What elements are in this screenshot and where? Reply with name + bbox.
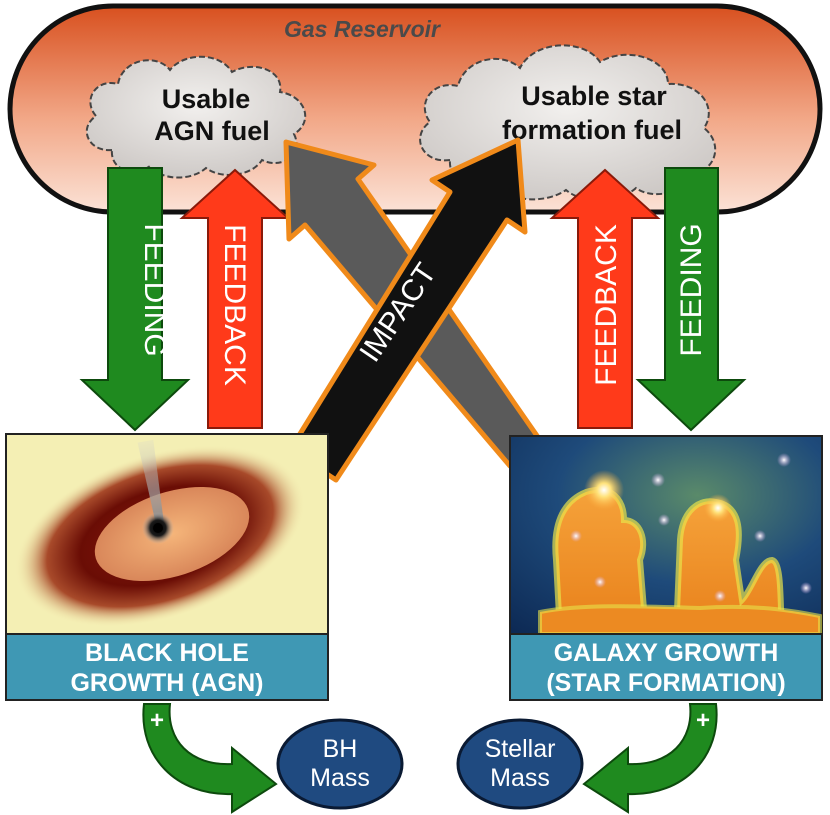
feedback-right-label: FEEDBACK <box>590 224 623 386</box>
feeding-right-label: FEEDING <box>675 223 708 356</box>
feedback-arrow-left: FEEDBACK <box>179 168 291 429</box>
pillar-base <box>538 604 822 636</box>
galaxy-label-bar <box>509 633 823 701</box>
feeding-arrow-right: FEEDING <box>635 167 747 432</box>
black-hole-label-line2: GROWTH (AGN) <box>70 669 263 697</box>
small-star-7 <box>714 590 726 602</box>
sf-fuel-label-line2: formation fuel <box>502 115 682 145</box>
agn-fuel-label-line2: AGN fuel <box>154 116 270 146</box>
feeding-arrow-left-shape <box>79 167 191 432</box>
agn-fuel-cloud: Usable AGN fuel <box>85 55 307 179</box>
bh-mass-growth-arrow-body <box>142 703 278 814</box>
stellar-mass-label-line1: Stellar <box>485 735 556 763</box>
small-star-4 <box>570 530 582 542</box>
small-star-2 <box>777 453 791 467</box>
stellar-mass-ellipse <box>456 718 584 810</box>
stellar-mass-growth-arrow-body <box>582 703 718 814</box>
small-star-5 <box>754 530 766 542</box>
accretion-disk-image <box>15 439 305 627</box>
small-star-6 <box>594 576 606 588</box>
bh-plus-sign: + <box>150 707 164 734</box>
pillar-right <box>672 498 786 637</box>
black-hole-jet <box>137 439 164 525</box>
feeding-arrow-left: FEEDING <box>79 167 191 432</box>
black-hole-panel: BLACK HOLE GROWTH (AGN) <box>5 433 329 701</box>
black-hole-core <box>153 523 163 533</box>
galaxy-label-line1: GALAXY GROWTH <box>554 639 779 667</box>
stellar-plus-sign: + <box>696 707 710 734</box>
feeding-left-label: FEEDING <box>138 223 171 356</box>
agn-fuel-cloud-shape <box>85 55 307 179</box>
impact-arrow-main-shape <box>287 137 528 483</box>
small-star-3 <box>658 514 670 526</box>
bright-star-2 <box>704 494 732 522</box>
feedback-arrow-right: FEEDBACK <box>549 168 661 429</box>
black-hole-label-line1: BLACK HOLE <box>85 639 249 667</box>
agn-fuel-label-line1: Usable <box>162 84 251 114</box>
feedback-left-label: FEEDBACK <box>218 224 251 386</box>
galaxy-label-line2: (STAR FORMATION) <box>546 669 785 697</box>
star-forming-pillars-image <box>538 453 822 637</box>
bh-mass-growth-arrow: + <box>142 703 278 814</box>
small-star-8 <box>800 582 812 594</box>
bh-mass-ellipse <box>276 718 404 810</box>
stellar-mass-label-line2: Mass <box>490 764 550 792</box>
small-star-1 <box>651 473 665 487</box>
feedback-arrow-left-shape <box>179 168 291 429</box>
bright-star-1 <box>584 470 624 510</box>
bh-mass-label-line1: BH <box>323 735 358 763</box>
bh-mass-label-line2: Mass <box>310 764 370 792</box>
black-hole-label-bar <box>5 633 329 701</box>
galaxy-panel: GALAXY GROWTH (STAR FORMATION) <box>509 435 823 701</box>
sf-fuel-label-line1: Usable star <box>521 81 667 111</box>
feeding-arrow-right-shape <box>635 167 747 432</box>
feedback-arrow-right-shape <box>549 168 661 429</box>
stellar-mass-growth-arrow: + <box>582 703 718 814</box>
bh-mass-node: BH Mass <box>276 718 404 810</box>
stellar-mass-node: Stellar Mass <box>456 718 584 810</box>
gas-reservoir-title: Gas Reservoir <box>284 16 441 42</box>
